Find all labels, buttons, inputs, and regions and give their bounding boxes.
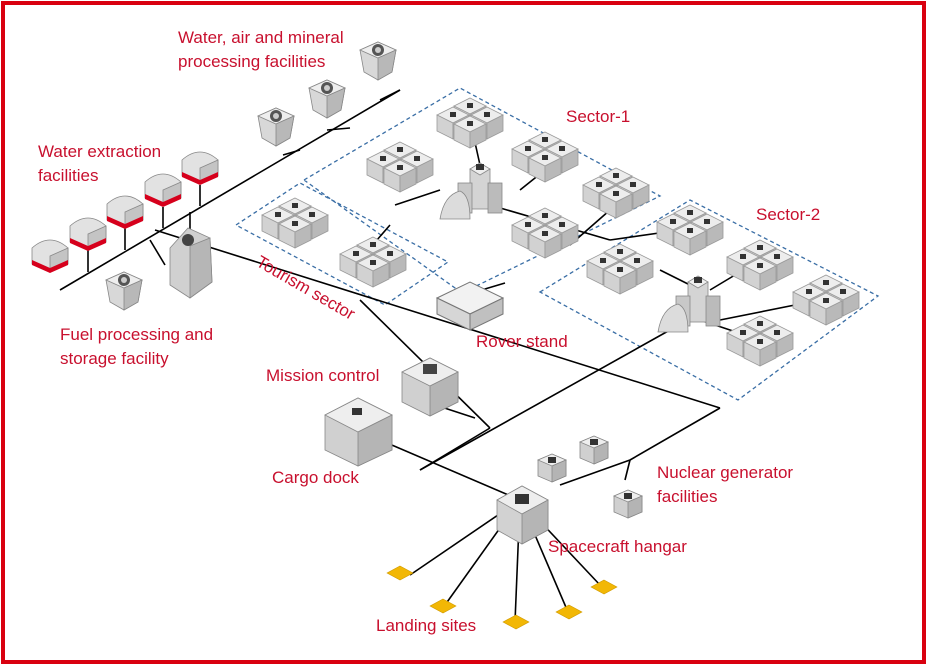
water-air-mineral-label-line2: processing facilities [178,52,325,71]
rover-stand-label: Rover stand [476,332,568,351]
nuclear-generator-label-line2: facilities [657,487,717,506]
tourism-sector-outline [234,182,450,306]
landing-sites-label: Landing sites [376,616,476,635]
rover-stand [435,281,505,331]
mission-control-label: Mission control [266,366,379,385]
cargo-dock-building [324,397,393,467]
fuel-processing-label-line2: storage facility [60,349,169,368]
sector-1-outline [302,87,662,294]
water-air-mineral-label-line1: Water, air and mineral [178,28,344,47]
fuel-processing-facility [105,227,213,311]
cargo-dock-label: Cargo dock [272,468,359,487]
sector-2-outline [538,199,880,401]
water-extraction-label-line2: facilities [38,166,98,185]
mission-control-building [401,357,459,417]
fuel-processing-label-line1: Fuel processing and [60,325,213,344]
water-extraction-label-line1: Water extraction [38,142,161,161]
sector-2-habitats [587,205,859,366]
spacecraft-hangar-label: Spacecraft hangar [548,537,687,556]
spacecraft-hangar-building [496,485,549,545]
sector-1-label: Sector-1 [566,107,630,126]
nuclear-generator-label-line1: Nuclear generator [657,463,793,482]
sector-2-label: Sector-2 [756,205,820,224]
connector-network [59,89,821,623]
